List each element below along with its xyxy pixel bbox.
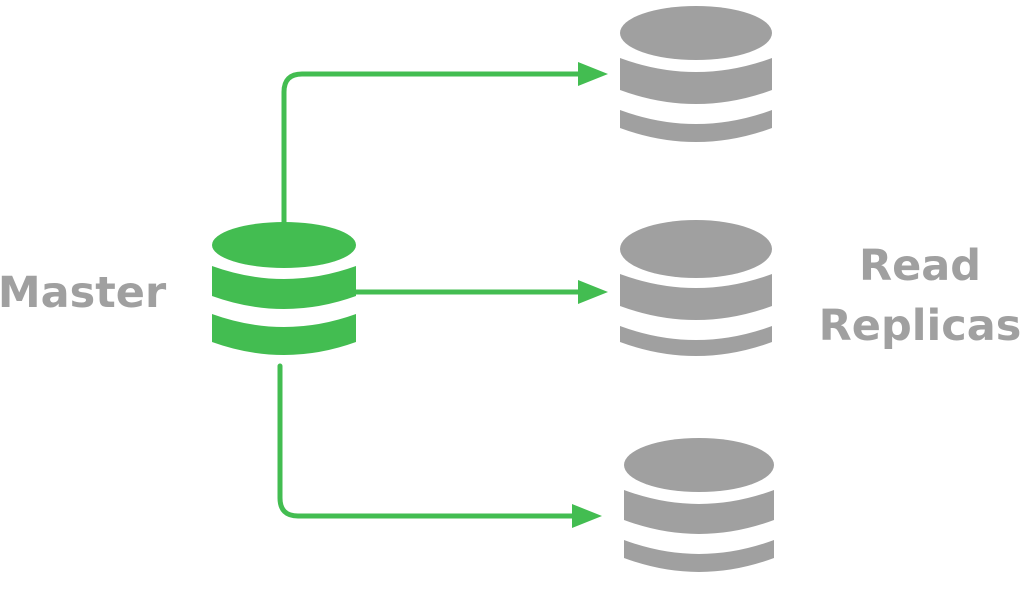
- arrowhead-replica-2: [578, 280, 608, 304]
- arrowhead-replica-3: [572, 504, 602, 528]
- read-replicas-label-line2: Replicas: [819, 301, 1022, 351]
- replica-database-icon-2: [620, 220, 772, 356]
- replica-database-icon-1: [620, 6, 772, 142]
- arrowhead-replica-1: [578, 62, 608, 86]
- master-label: Master: [0, 268, 167, 318]
- connector-master-to-replica-1: [281, 71, 581, 225]
- master-database-icon: [212, 222, 356, 355]
- connectors: [277, 62, 608, 528]
- replica-database-icon-3: [624, 438, 774, 572]
- read-replicas-label-line1: Read: [859, 241, 981, 291]
- connector-master-to-replica-3: [277, 363, 575, 519]
